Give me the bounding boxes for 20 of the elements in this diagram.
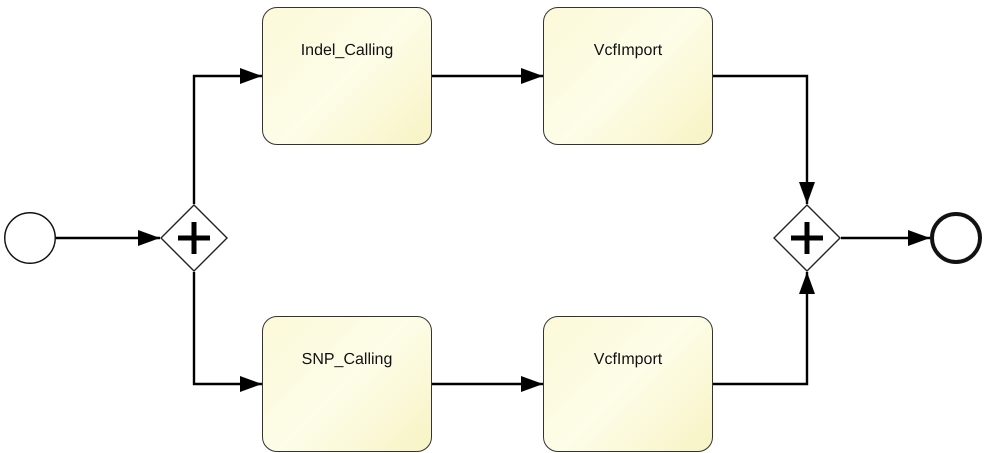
sequence-flow-arrow [432,68,543,84]
task-box [262,7,432,145]
sequence-flow-arrow [841,230,930,246]
sequence-flow-arrow [713,272,815,386]
sequence-flow-arrow [192,272,262,392]
task-box [543,7,713,145]
task-label: SNP_Calling [302,351,392,369]
end-event-circle [930,212,982,264]
sequence-flow-arrow [56,230,160,246]
task-box [262,316,432,452]
task-box [543,316,713,452]
sequence-flow-arrow [432,376,543,392]
parallel-gateway-diamond [773,204,841,272]
task-label: VcfImport [594,42,662,60]
sequence-flow-arrow [192,68,262,204]
task-label: VcfImport [594,351,662,369]
parallel-gateway-diamond [160,204,228,272]
sequence-flow-arrow [713,74,815,204]
start-event-circle [4,212,56,264]
task-label: Indel_Calling [300,42,394,60]
